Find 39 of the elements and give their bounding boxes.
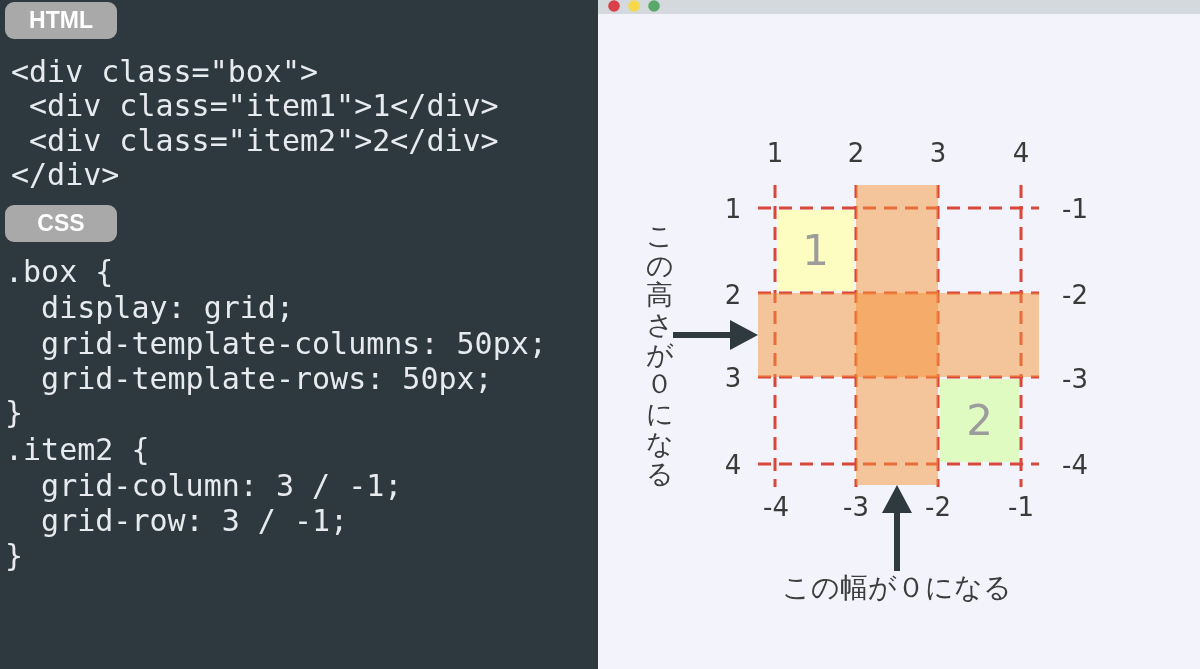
code-line: grid-row: 3 / -1;	[41, 503, 349, 539]
section-tab: HTML	[5, 2, 117, 39]
grid-item: 1	[777, 210, 854, 291]
grid-line-number: -2	[925, 492, 951, 522]
code-line: grid-template-columns: 50px;	[41, 326, 547, 362]
annotation-text: この幅が０になる	[782, 571, 1012, 605]
grid-line-number: 4	[724, 450, 742, 480]
grid-line-number: -4	[1062, 450, 1088, 480]
code-line: display: grid;	[41, 290, 294, 326]
grid-item: 2	[940, 379, 1019, 462]
grid-line-number: 2	[847, 138, 865, 168]
grid-line-number: -3	[843, 492, 869, 522]
grid-line-number: 3	[929, 138, 947, 168]
section-tab: CSS	[5, 205, 117, 242]
grid-line-number: 2	[724, 280, 742, 310]
grid-line-number: -1	[1062, 194, 1088, 224]
code-line: <div class="item1">1</div>	[29, 88, 499, 124]
grid-track-band	[758, 293, 1039, 377]
grid-line-number: 4	[1012, 138, 1030, 168]
grid-line-number: 1	[766, 138, 784, 168]
grid-line-number: 1	[724, 194, 742, 224]
arrow	[673, 320, 758, 350]
code-line: .box {	[5, 254, 114, 290]
grid-line-number: -1	[1008, 492, 1034, 522]
grid-line-number: -3	[1062, 364, 1088, 394]
grid-track-band	[856, 185, 938, 485]
grid-line-number: -2	[1062, 280, 1088, 310]
code-line: </div>	[11, 157, 120, 193]
code-line: }	[5, 538, 24, 574]
grid-line-number: 3	[724, 363, 742, 393]
annotation-text: この高さが０になる	[646, 221, 673, 489]
code-line: grid-template-rows: 50px;	[41, 361, 493, 397]
code-line: <div class="box">	[11, 54, 319, 90]
code-line: }	[5, 395, 24, 431]
grid-line-number: -4	[763, 492, 789, 522]
arrow	[882, 485, 912, 571]
code-line: <div class="item2">2</div>	[29, 123, 499, 159]
code-line: grid-column: 3 / -1;	[41, 468, 403, 504]
code-line: .item2 {	[5, 432, 150, 468]
